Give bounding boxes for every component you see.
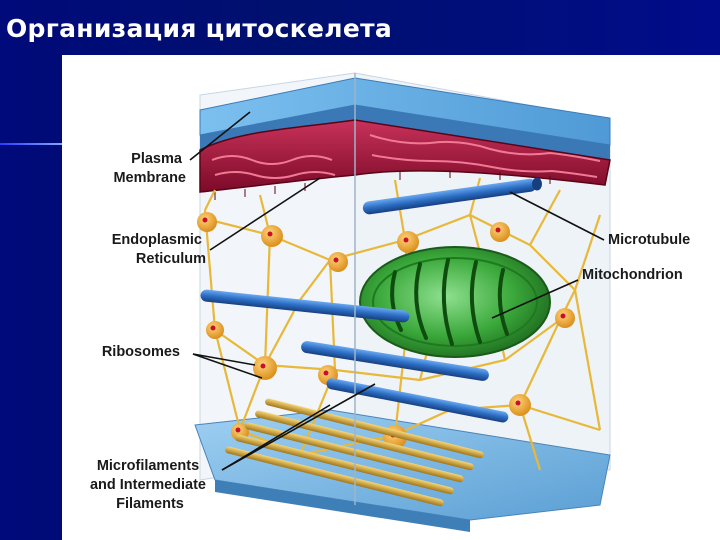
microtubules	[200, 177, 542, 423]
leader-lines	[189, 111, 605, 471]
diagram-panel: Plasma Membrane Endoplasmic Reticulum Ri…	[62, 55, 720, 540]
mitochondrion	[359, 246, 551, 358]
ribosome	[206, 321, 224, 339]
label-ribosomes: Ribosomes	[102, 344, 180, 360]
ribosome	[328, 252, 348, 272]
label-plasma-membrane: Plasma Membrane	[113, 151, 186, 186]
endoplasmic-reticulum	[199, 119, 611, 200]
label-microtubule: Microtubule	[608, 232, 690, 248]
label-microfilaments: Microfilaments and Intermediate Filament…	[90, 458, 210, 512]
ribosome	[261, 225, 283, 247]
title-accent-line	[0, 143, 68, 145]
label-endoplasmic-reticulum: Endoplasmic Reticulum	[112, 232, 206, 267]
ribosome	[555, 308, 575, 328]
microtubule	[362, 177, 542, 215]
diagram-labels: Plasma Membrane Endoplasmic Reticulum Ri…	[90, 151, 690, 512]
cytoskeleton-diagram: Plasma Membrane Endoplasmic Reticulum Ri…	[90, 72, 690, 532]
microfilament-rod	[235, 434, 454, 495]
ribosome	[253, 356, 277, 380]
ribosome	[509, 394, 531, 416]
microtubule	[200, 289, 410, 323]
microfilament-rod	[265, 398, 484, 459]
microfilament-rod	[255, 410, 474, 471]
slide-title: Организация цитоскелета	[6, 14, 393, 43]
ribosome	[490, 222, 510, 242]
label-mitochondrion: Mitochondrion	[582, 267, 683, 283]
ribosome	[397, 231, 419, 253]
microfilament-rod	[225, 446, 444, 507]
microtubule	[301, 341, 489, 381]
ribosome	[197, 212, 217, 232]
microtubule	[326, 378, 509, 423]
